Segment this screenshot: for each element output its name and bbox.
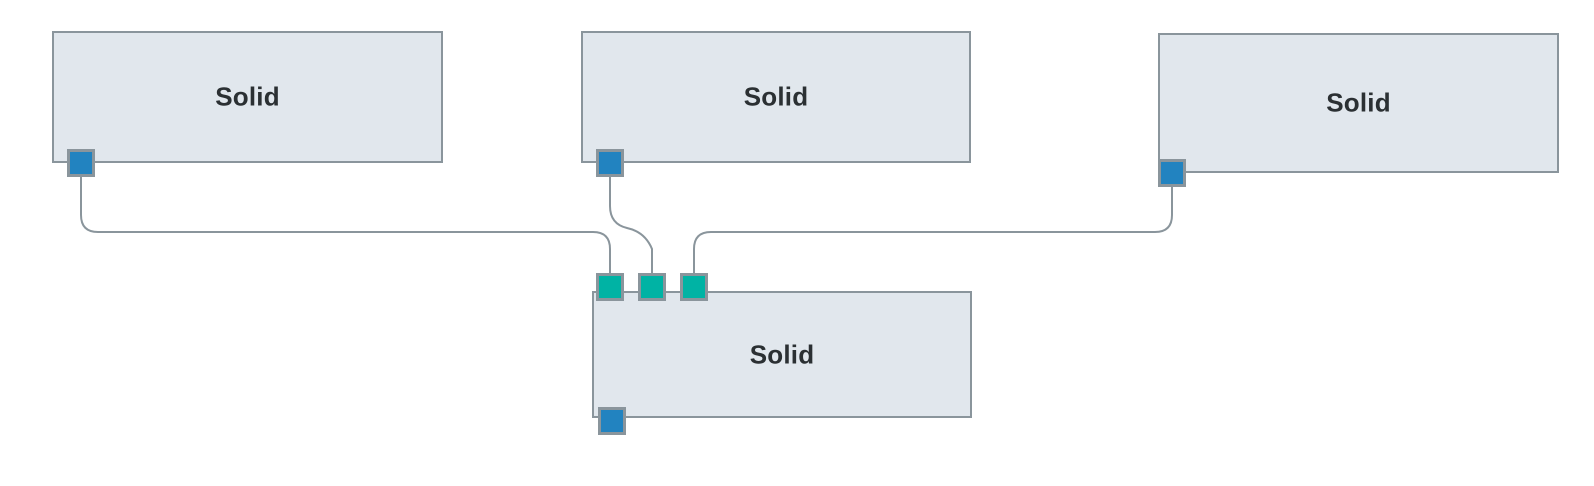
output-port-solid-1[interactable] (67, 149, 95, 177)
graph-edge (693, 180, 1173, 291)
input-port-solid-4-c[interactable] (680, 273, 708, 301)
node-solid-1[interactable]: Solid (52, 31, 443, 163)
output-port-solid-4[interactable] (598, 407, 626, 435)
output-port-solid-3[interactable] (1158, 159, 1186, 187)
node-label: Solid (749, 339, 815, 369)
input-port-solid-4-b[interactable] (638, 273, 666, 301)
node-solid-4[interactable]: Solid (592, 291, 972, 418)
output-port-solid-2[interactable] (596, 149, 624, 177)
node-label: Solid (215, 81, 280, 112)
node-solid-2[interactable]: Solid (581, 31, 971, 163)
input-port-solid-4-a[interactable] (596, 273, 624, 301)
graph-edge (80, 170, 611, 291)
node-label: Solid (743, 81, 809, 112)
node-label: Solid (1326, 87, 1391, 118)
node-solid-3[interactable]: Solid (1158, 33, 1559, 173)
